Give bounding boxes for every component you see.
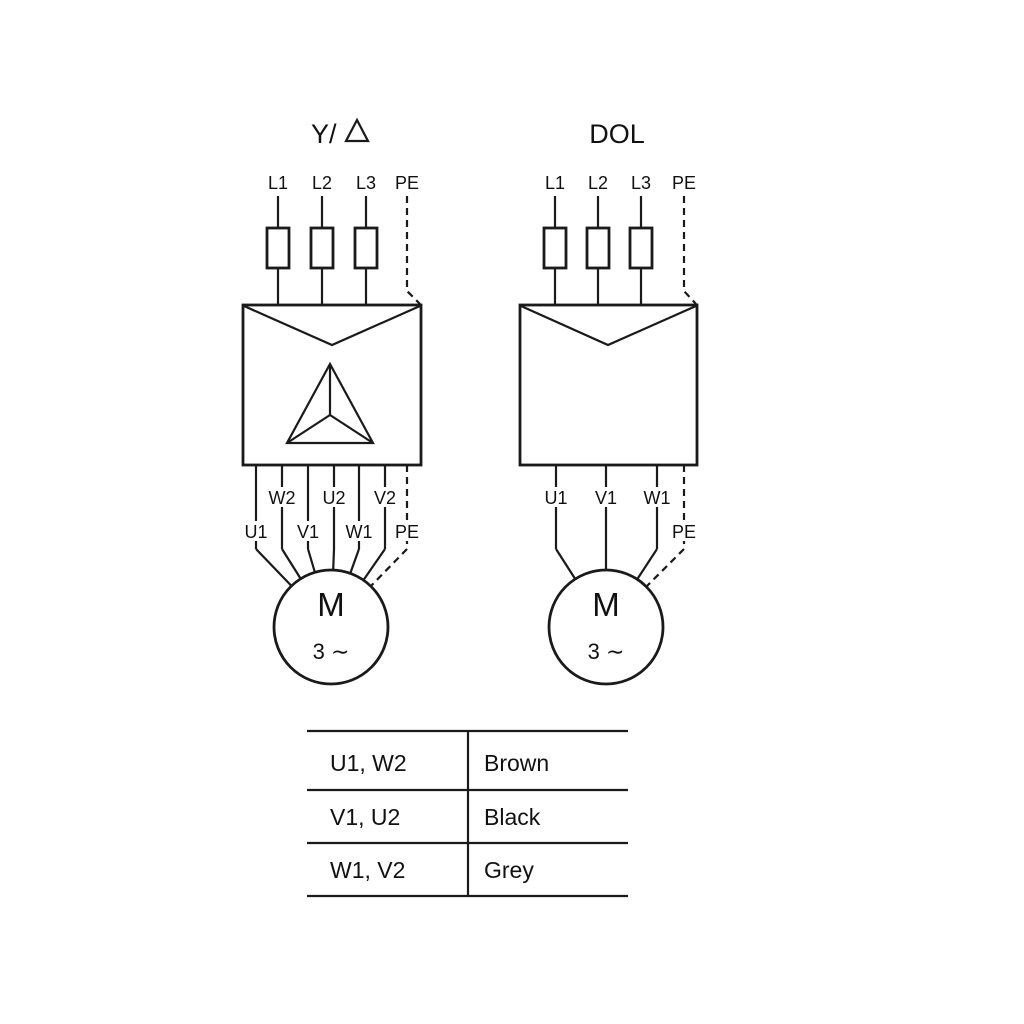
terminal-cell: W1, V2 bbox=[330, 857, 405, 883]
lead-color-table: U1, W2 Brown V1, U2 Black W1, V2 Grey bbox=[307, 729, 628, 898]
fuse-icon bbox=[309, 226, 335, 270]
terminal-label-w1: W1 bbox=[644, 488, 671, 508]
motor-phase-label: 3 ∼ bbox=[588, 639, 625, 664]
fuse-icon bbox=[585, 226, 611, 270]
delta-winding-icon bbox=[285, 361, 375, 445]
label-chip bbox=[316, 487, 352, 507]
terminal-label-u1: U1 bbox=[544, 488, 567, 508]
terminal-cell: U1, W2 bbox=[330, 750, 407, 776]
label-chip bbox=[341, 521, 377, 541]
chevron-icon bbox=[243, 304, 421, 347]
label-chip bbox=[666, 521, 702, 541]
pe-label-bottom: PE bbox=[395, 522, 419, 542]
delta-inner-line bbox=[286, 414, 331, 444]
fuse-icon bbox=[628, 226, 654, 270]
label-chip bbox=[367, 487, 403, 507]
terminal-label-w2: W2 bbox=[269, 488, 296, 508]
terminal-cell: V1, U2 bbox=[330, 804, 400, 830]
pe-label-bottom: PE bbox=[672, 522, 696, 542]
supply-label-l3: L3 bbox=[631, 173, 651, 193]
motor-phase-label: 3 ∼ bbox=[313, 639, 350, 664]
delta-icon bbox=[344, 117, 370, 143]
label-chip bbox=[538, 487, 574, 507]
star-delta-diagram: Y/ L1 L2 L3 PE bbox=[238, 117, 425, 686]
star-delta-title: Y/ bbox=[311, 119, 337, 149]
fuse-icon bbox=[265, 226, 291, 270]
delta-inner-line bbox=[329, 414, 374, 444]
pe-dashed-wire-bottom bbox=[605, 548, 685, 628]
table-row: U1, W2 Brown bbox=[330, 750, 549, 776]
pe-label-top: PE bbox=[395, 173, 419, 193]
motor-letter: M bbox=[592, 586, 620, 623]
dol-diagram: DOL L1 L2 L3 PE U1 bbox=[518, 119, 702, 686]
pe-label-top: PE bbox=[672, 173, 696, 193]
label-chip bbox=[264, 487, 300, 507]
motor-circle bbox=[272, 568, 390, 686]
label-chip bbox=[588, 487, 624, 507]
label-chip bbox=[290, 521, 326, 541]
supply-label-l1: L1 bbox=[268, 173, 288, 193]
terminal-label-v1: V1 bbox=[297, 522, 319, 542]
label-chip bbox=[238, 521, 274, 541]
chevron-icon bbox=[520, 304, 697, 347]
label-chip bbox=[389, 521, 425, 541]
supply-label-l2: L2 bbox=[588, 173, 608, 193]
terminal-label-v1: V1 bbox=[595, 488, 617, 508]
dol-title: DOL bbox=[589, 119, 645, 149]
pe-dashed-wire-top bbox=[682, 196, 697, 305]
color-cell: Grey bbox=[484, 857, 534, 883]
fuse-icon bbox=[542, 226, 568, 270]
color-cell: Black bbox=[484, 804, 541, 830]
motor-circle bbox=[547, 568, 665, 686]
label-chip bbox=[639, 487, 675, 507]
pe-dashed-wire-top bbox=[405, 196, 421, 305]
color-cell: Brown bbox=[484, 750, 549, 776]
terminal-label-u2: U2 bbox=[322, 488, 345, 508]
terminal-label-u1: U1 bbox=[244, 522, 267, 542]
table-row: V1, U2 Black bbox=[330, 804, 541, 830]
supply-label-l1: L1 bbox=[545, 173, 565, 193]
fuse-icon bbox=[353, 226, 379, 270]
terminal-label-v2: V2 bbox=[374, 488, 396, 508]
starter-box bbox=[518, 303, 699, 467]
supply-label-l2: L2 bbox=[312, 173, 332, 193]
supply-label-l3: L3 bbox=[356, 173, 376, 193]
table-row: W1, V2 Grey bbox=[330, 857, 534, 883]
motor-letter: M bbox=[317, 586, 345, 623]
terminal-label-w1: W1 bbox=[346, 522, 373, 542]
starter-box bbox=[241, 303, 423, 467]
